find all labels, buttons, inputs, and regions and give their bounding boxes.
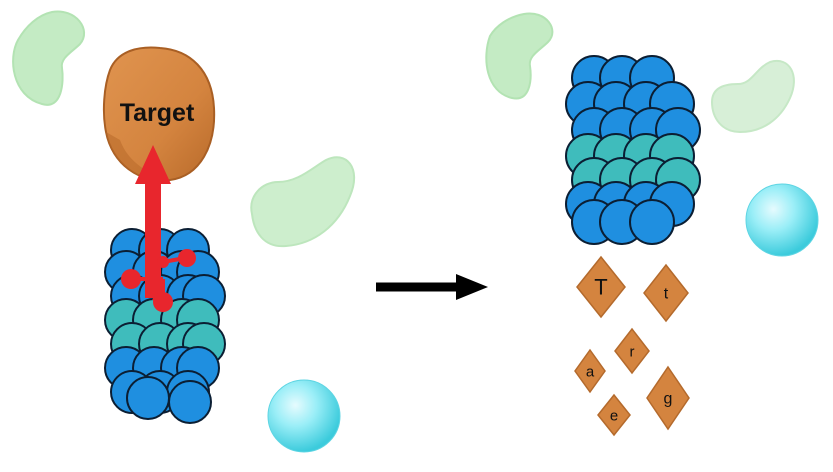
fragment-letter: g [664,391,673,408]
sphere-1 [267,379,341,453]
peptide-fragment: T [576,255,626,319]
fragment-shape [646,365,690,431]
fragment-letter: a [586,363,595,380]
peptide-fragment: r [614,327,650,375]
bean-shape-4 [710,59,795,134]
fragment-letter: r [630,343,635,360]
fragment-shape [614,327,650,375]
fragment-letter: t [664,286,669,303]
linker-icon [121,145,196,312]
proteasome-right [565,55,701,245]
fragment-letter: T [594,275,607,300]
fragment-shape [597,393,631,437]
target-protein: Target [102,46,216,182]
fragment-shape [576,255,626,319]
bean-shape-2 [250,156,356,248]
proteasome-subunit [168,380,212,424]
fragment-shape [574,348,606,394]
peptide-fragment: a [574,348,606,394]
sphere-2 [745,183,819,257]
peptide-fragment: t [643,263,689,323]
arrow-right-icon [376,274,488,300]
proteasome-subunit [126,376,170,420]
proteasome-subunit [629,199,675,245]
target-label: Target [120,99,195,127]
bean-shape-1 [12,10,86,106]
peptide-fragment: e [597,393,631,437]
bean-shape-3 [485,12,554,100]
fragment-shape [643,263,689,323]
fragment-letter: e [610,407,618,424]
peptide-fragment: g [646,365,690,431]
